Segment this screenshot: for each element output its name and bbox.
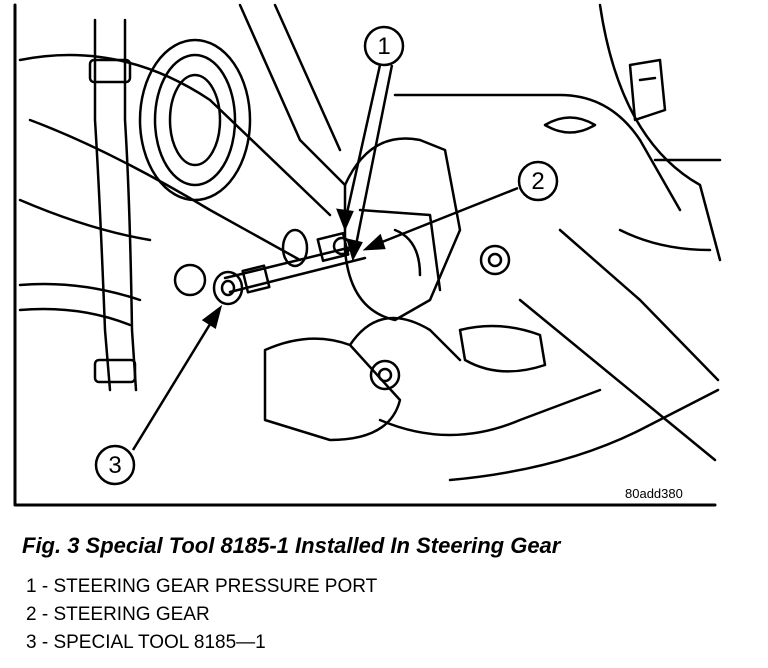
steering-gear-illustration: 1 2 3 80add380 xyxy=(13,3,722,507)
callout-2: 2 xyxy=(517,160,559,202)
callout-3-label: 3 xyxy=(108,452,121,479)
callout-2-label: 2 xyxy=(531,168,544,195)
legend-item-3: 3 - SPECIAL TOOL 8185—1 xyxy=(26,632,266,653)
legend-item-2: 2 - STEERING GEAR xyxy=(26,604,210,625)
legend: 1 - STEERING GEAR PRESSURE PORT 2 - STEE… xyxy=(26,573,377,657)
callout-1-label: 1 xyxy=(377,33,390,60)
image-code: 80add380 xyxy=(625,486,683,501)
figure-caption: Fig. 3 Special Tool 8185-1 Installed In … xyxy=(22,533,561,558)
legend-item-1: 1 - STEERING GEAR PRESSURE PORT xyxy=(26,576,378,597)
callout-3: 3 xyxy=(94,444,136,486)
callout-1: 1 xyxy=(363,25,405,67)
